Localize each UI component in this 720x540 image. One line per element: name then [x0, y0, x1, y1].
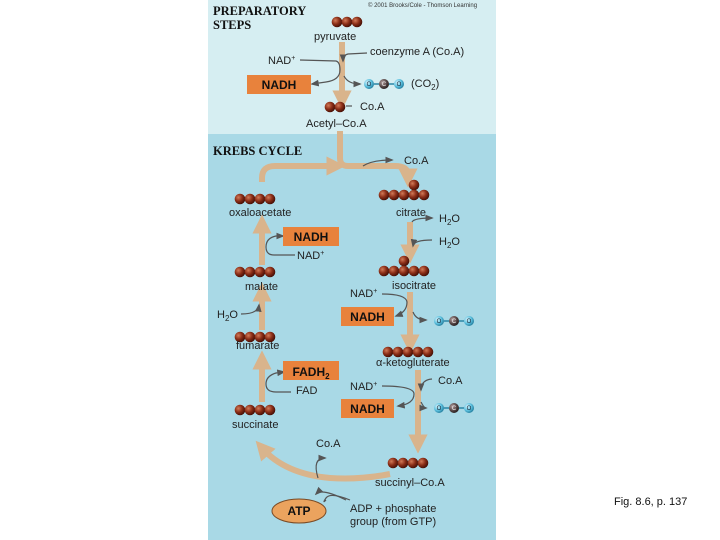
nadh-box-prep	[247, 75, 311, 94]
pyruvate-molecule	[331, 16, 363, 28]
h2o-out-label: H2O	[439, 213, 460, 227]
atp-badge	[271, 498, 327, 524]
preparatory-header-line2: STEPS	[213, 18, 251, 32]
fumarate-molecule	[234, 331, 276, 343]
pyruvate-label: pyruvate	[314, 31, 356, 43]
co2-molecule-keto: O C O	[434, 403, 474, 413]
copyright-notice: © 2001 Brooks/Cole - Thomson Learning	[368, 2, 477, 9]
figure-caption: Fig. 8.6, p. 137	[614, 496, 687, 508]
svg-text:O: O	[367, 82, 372, 88]
h2o-in-label-fum: H2O	[217, 309, 238, 323]
nadh-box-iso	[341, 307, 394, 326]
svg-text:O: O	[397, 82, 402, 88]
co2-out-arrow-prep	[343, 75, 362, 88]
coenzyme-a-label: coenzyme A (Co.A)	[370, 46, 464, 58]
h2o-in-arrow	[410, 238, 433, 248]
ketoglutarate-molecule	[382, 346, 434, 358]
isocitrate-label: isocitrate	[392, 280, 436, 292]
atp-out-arrow	[314, 486, 347, 501]
preparatory-header-line1: PREPARATORY	[213, 4, 306, 18]
nad-to-nadh-arrow-prep	[299, 59, 341, 87]
oxaloacetate-label: oxaloacetate	[229, 207, 291, 219]
nadh-box-iso-label: NADH	[350, 310, 385, 324]
oxaloacetate-join-arrow	[259, 156, 346, 182]
co2-molecule-iso: O C O	[434, 316, 474, 326]
succinyl-coa-label: succinyl–Co.A	[375, 477, 445, 489]
acetyl-coa-label: Acetyl–Co.A	[306, 118, 367, 130]
svg-text:C: C	[382, 82, 387, 88]
nad-to-nadh-arrow-mal	[265, 232, 295, 256]
succinate-molecule	[234, 404, 276, 416]
co2-molecule-prep: O C O	[364, 79, 404, 89]
atp-label: ATP	[287, 504, 310, 518]
svg-text:O: O	[437, 406, 442, 412]
co2-out-arrow-keto	[419, 401, 428, 412]
nadh-box-mal	[283, 227, 339, 246]
citrate-molecule	[378, 179, 430, 201]
coa-label-keto: Co.A	[438, 375, 463, 387]
h2o-out-arrow	[411, 214, 434, 223]
malate-label: malate	[245, 281, 278, 293]
svg-text:O: O	[437, 319, 442, 325]
coa-label-top: Co.A	[404, 155, 429, 167]
nad-plus-label-keto: NAD+	[350, 381, 377, 393]
fad-to-fadh2-arrow	[265, 369, 291, 393]
h2o-in-label: H2O	[439, 236, 460, 250]
svg-text:C: C	[452, 406, 457, 412]
nad-plus-label-prep: NAD+	[268, 55, 295, 67]
svg-text:O: O	[467, 319, 472, 325]
svg-text:O: O	[467, 406, 472, 412]
coenzyme-a-in-arrow	[339, 52, 368, 63]
fad-label: FAD	[296, 385, 317, 397]
succinate-label: succinate	[232, 419, 278, 431]
ketoglutarate-label: α-ketogluterate	[376, 357, 450, 369]
coa-release-arrow-top	[362, 156, 394, 167]
isocitrate-molecule	[378, 255, 430, 277]
adp-label-line1: ADP + phosphate	[350, 503, 436, 515]
nadh-box-keto	[341, 399, 394, 418]
succinyl-coa-molecule	[387, 457, 429, 469]
fadh2-box-label: FADH2	[292, 365, 330, 381]
coa-label-prep: Co.A	[360, 101, 385, 113]
fadh2-box	[283, 361, 339, 380]
nad-to-nadh-arrow-keto	[381, 385, 415, 409]
nad-to-nadh-arrow-iso	[381, 293, 408, 317]
co2-out-arrow-iso	[412, 311, 428, 324]
co2-label-prep: (CO2)	[411, 78, 439, 92]
nad-plus-label-iso: NAD+	[350, 288, 377, 300]
fumarate-label: fumarate	[236, 340, 279, 352]
malate-molecule	[234, 266, 276, 278]
krebs-cycle-header: KREBS CYCLE	[213, 144, 302, 158]
acetyl-coa-molecule	[324, 101, 346, 113]
coa-in-arrow-keto	[417, 378, 433, 392]
nad-plus-label-mal: NAD+	[297, 250, 324, 262]
oxaloacetate-molecule	[234, 193, 276, 205]
citrate-label: citrate	[396, 207, 426, 219]
coa-release-arrow-bottom	[315, 454, 327, 479]
coa-label-bottom: Co.A	[316, 438, 341, 450]
adp-label-line2: group (from GTP)	[350, 516, 436, 528]
nadh-box-prep-label: NADH	[262, 78, 297, 92]
h2o-in-arrow-fum	[240, 303, 262, 315]
nadh-box-mal-label: NADH	[294, 230, 329, 244]
svg-text:C: C	[452, 319, 457, 325]
succinyl-to-succinate-arrow	[255, 440, 391, 482]
nadh-box-keto-label: NADH	[350, 402, 385, 416]
